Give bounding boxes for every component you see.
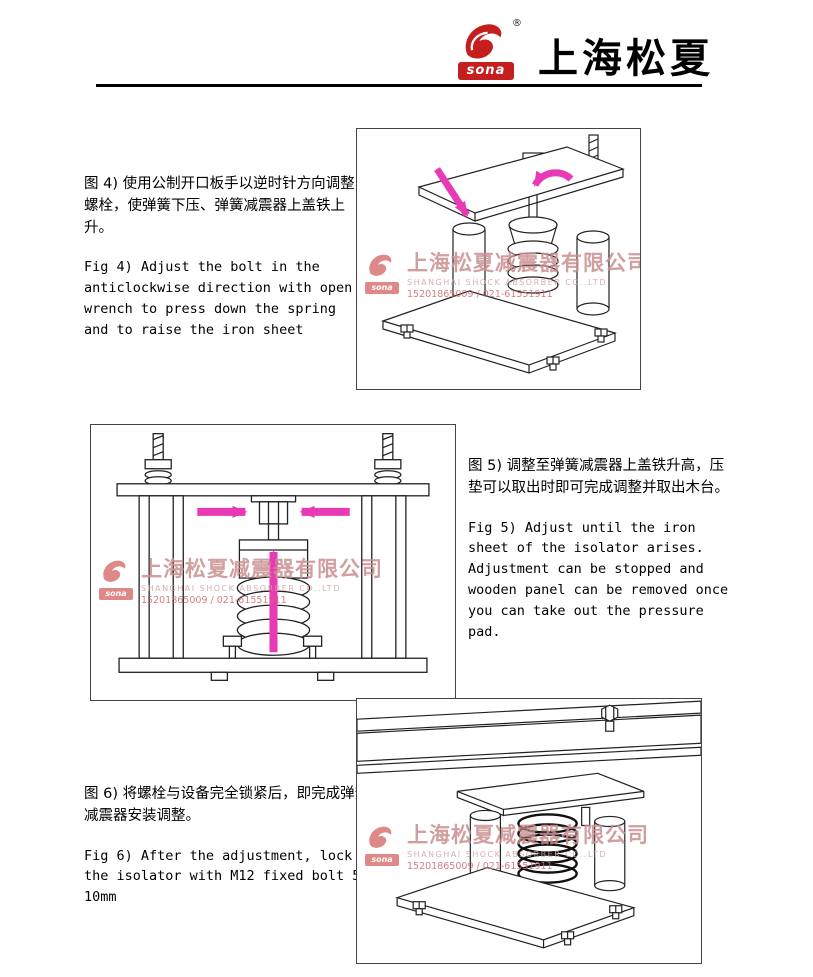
fig6-caption-en: Fig 6) After the adjustment, lock the is… — [84, 847, 369, 906]
fig4-drawing — [381, 134, 625, 374]
fig4-caption-en: Fig 4) Adjust the bolt in the anticlockw… — [84, 259, 353, 339]
company-name: 上海松夏 — [538, 36, 714, 82]
fig5-image: sona 上海松夏减震器有限公司 SHANGHAI SHOCK ABSORBER… — [90, 424, 456, 701]
fig6-drawing — [357, 700, 701, 949]
registered-mark: ® — [512, 18, 522, 29]
brand-logo-text: sona — [458, 62, 514, 80]
fig4-caption-zh: 图 4) 使用公制开口板手以逆时针方向调整螺栓，使弹簧下压、弹簧减震器上盖铁上升… — [84, 176, 355, 236]
fig6-caption-zh: 图 6) 将螺栓与设备完全锁紧后，即完成弹簧减震器安装调整。 — [84, 786, 370, 824]
fig5-caption-block: 图 5) 调整至弹簧减震器上盖铁升高，压垫可以取出时即可完成调整并取出木台。 F… — [468, 456, 730, 643]
fig6-caption-block: 图 6) 将螺栓与设备完全锁紧后，即完成弹簧减震器安装调整。 Fig 6) Af… — [84, 784, 376, 908]
fig4-image: sona 上海松夏减震器有限公司 SHANGHAI SHOCK ABSORBER… — [356, 128, 641, 390]
fig6-image: sona 上海松夏减震器有限公司 SHANGHAI SHOCK ABSORBER… — [356, 698, 702, 964]
fig5-caption-zh: 图 5) 调整至弹簧减震器上盖铁升高，压垫可以取出时即可完成调整并取出木台。 — [468, 458, 729, 496]
header-divider — [96, 84, 702, 87]
sona-logo-icon — [465, 24, 502, 59]
fig5-drawing — [116, 432, 430, 681]
fig4-caption-block: 图 4) 使用公制开口板手以逆时针方向调整螺栓，使弹簧下压、弹簧减震器上盖铁上升… — [84, 174, 356, 341]
brand-header: ® sona 上海松夏 — [458, 18, 710, 82]
fig5-caption-en: Fig 5) Adjust until the iron sheet of th… — [468, 519, 729, 641]
